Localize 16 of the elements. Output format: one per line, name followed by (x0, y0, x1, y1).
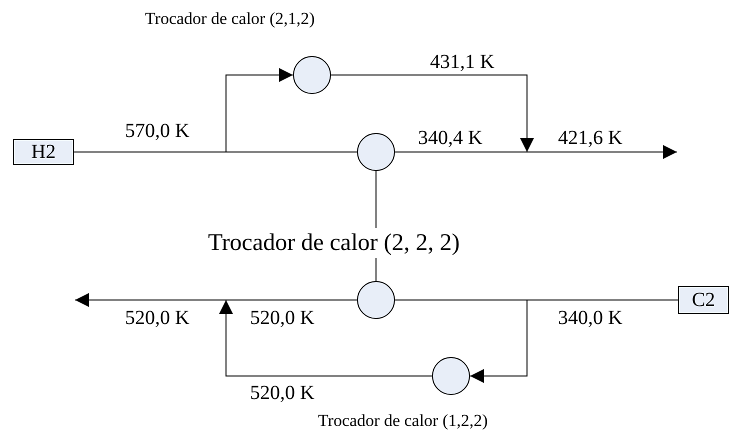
temperature-label: 520,0 K (250, 381, 314, 406)
temperature-label: 520,0 K (125, 306, 190, 331)
temperature-label: 340,0 K (558, 306, 622, 331)
temperature-label: 570,0 K (125, 119, 190, 144)
arrow (330, 74, 534, 152)
stream-box: H2 (13, 139, 74, 165)
stream-box: C2 (678, 286, 729, 314)
temperature-label: 520,0 K (250, 306, 314, 331)
arrow (74, 293, 358, 307)
exchanger-label: Trocador de calor (2, 2, 2) (208, 228, 460, 258)
arrow (394, 145, 678, 159)
temperature-label: 340,4 K (418, 126, 482, 151)
temperature-label: 421,6 K (558, 126, 622, 151)
temperature-label: 431,1 K (430, 50, 494, 75)
arrow (470, 300, 678, 383)
arrow (219, 300, 432, 376)
